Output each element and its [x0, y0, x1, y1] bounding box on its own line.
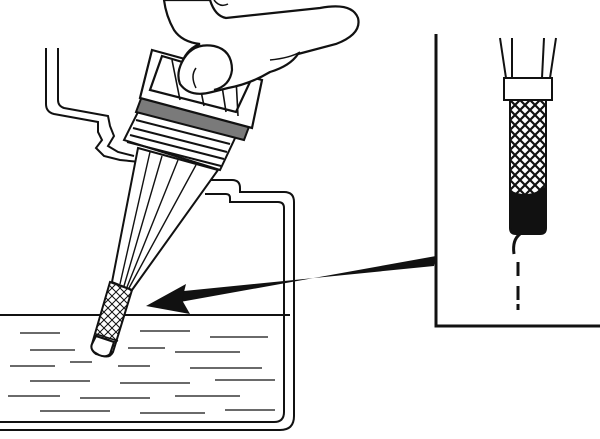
inset-wet-tip — [509, 197, 547, 235]
inset-collar — [503, 77, 553, 101]
tank-wall — [0, 179, 295, 431]
inset-drip — [512, 232, 521, 310]
inset-tubes — [499, 37, 557, 79]
wick-filter — [90, 280, 134, 358]
callout-arrow — [146, 256, 436, 314]
threaded-collar — [122, 110, 238, 172]
bottle-wall — [45, 48, 141, 163]
liquid — [0, 314, 290, 414]
hand — [162, 0, 360, 95]
inset-wick-mesh — [509, 99, 547, 201]
detail-inset — [434, 34, 600, 328]
nozzle-cone — [110, 146, 220, 292]
